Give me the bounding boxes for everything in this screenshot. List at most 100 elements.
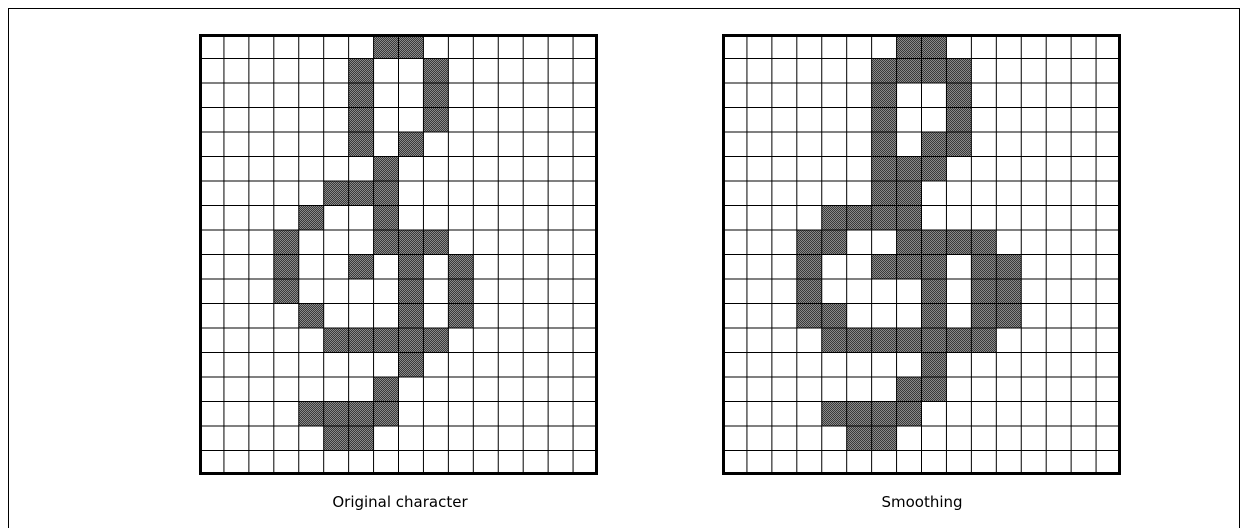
smoothing-grid: [722, 34, 1121, 475]
filled-pixel: [349, 181, 374, 206]
filled-pixel: [274, 255, 299, 280]
filled-pixel: [897, 230, 922, 255]
filled-pixel: [946, 328, 971, 353]
filled-pixel: [797, 230, 822, 255]
filled-pixel: [922, 157, 947, 182]
filled-pixel: [349, 132, 374, 157]
filled-pixel: [448, 255, 473, 280]
filled-pixel: [324, 328, 349, 353]
filled-pixel: [946, 108, 971, 133]
filled-pixel: [374, 377, 399, 402]
filled-pixel: [374, 181, 399, 206]
filled-pixel: [349, 255, 374, 280]
filled-pixel: [399, 328, 424, 353]
filled-pixel: [897, 34, 922, 59]
filled-pixel: [349, 83, 374, 108]
filled-pixel: [897, 328, 922, 353]
filled-pixel: [971, 328, 996, 353]
filled-pixel: [399, 34, 424, 59]
filled-pixel: [423, 108, 448, 133]
filled-pixel: [922, 255, 947, 280]
filled-pixel: [448, 279, 473, 304]
filled-pixel: [872, 59, 897, 84]
filled-pixel: [897, 59, 922, 84]
filled-pixel: [872, 181, 897, 206]
filled-pixel: [872, 132, 897, 157]
filled-pixel: [897, 402, 922, 427]
filled-pixel: [872, 108, 897, 133]
filled-pixel: [996, 255, 1021, 280]
filled-pixel: [971, 304, 996, 329]
filled-pixel: [922, 377, 947, 402]
filled-pixel: [374, 157, 399, 182]
filled-pixel: [847, 206, 872, 231]
filled-pixel: [423, 83, 448, 108]
filled-pixel: [946, 230, 971, 255]
filled-pixel: [996, 304, 1021, 329]
filled-pixel: [374, 402, 399, 427]
filled-pixel: [872, 255, 897, 280]
filled-pixel: [399, 279, 424, 304]
caption-smoothing: Smoothing: [762, 493, 1082, 511]
filled-pixel: [349, 328, 374, 353]
filled-pixel: [324, 402, 349, 427]
filled-pixel: [971, 230, 996, 255]
filled-pixel: [399, 304, 424, 329]
filled-pixel: [847, 426, 872, 451]
filled-pixel: [872, 157, 897, 182]
filled-pixel: [847, 402, 872, 427]
filled-pixel: [922, 132, 947, 157]
filled-pixel: [822, 402, 847, 427]
filled-pixel: [797, 255, 822, 280]
filled-pixel: [822, 304, 847, 329]
filled-pixel: [971, 255, 996, 280]
filled-pixel: [299, 206, 324, 231]
filled-pixel: [922, 230, 947, 255]
caption-original-character: Original character: [240, 493, 560, 511]
filled-pixel: [399, 230, 424, 255]
original-character-grid: [199, 34, 598, 475]
filled-pixel: [274, 279, 299, 304]
filled-pixel: [349, 108, 374, 133]
filled-pixel: [872, 83, 897, 108]
filled-pixel: [399, 255, 424, 280]
filled-pixel: [996, 279, 1021, 304]
filled-pixel: [872, 426, 897, 451]
filled-pixel: [872, 402, 897, 427]
filled-pixel: [324, 181, 349, 206]
filled-pixel: [822, 328, 847, 353]
filled-pixel: [299, 304, 324, 329]
filled-pixel: [872, 206, 897, 231]
filled-pixel: [897, 157, 922, 182]
filled-pixel: [349, 426, 374, 451]
filled-pixel: [374, 206, 399, 231]
filled-pixel: [922, 59, 947, 84]
filled-pixel: [897, 255, 922, 280]
filled-pixel: [349, 59, 374, 84]
filled-pixel: [897, 181, 922, 206]
filled-pixel: [423, 230, 448, 255]
filled-pixel: [922, 304, 947, 329]
filled-pixel: [797, 279, 822, 304]
filled-pixel: [922, 328, 947, 353]
filled-pixel: [274, 230, 299, 255]
filled-pixel: [299, 402, 324, 427]
filled-pixel: [423, 59, 448, 84]
filled-pixel: [399, 132, 424, 157]
filled-pixel: [897, 377, 922, 402]
filled-pixel: [822, 206, 847, 231]
filled-pixel: [448, 304, 473, 329]
filled-pixel: [922, 279, 947, 304]
filled-pixel: [971, 279, 996, 304]
filled-pixel: [374, 230, 399, 255]
filled-pixel: [324, 426, 349, 451]
filled-pixel: [922, 353, 947, 378]
filled-pixel: [423, 328, 448, 353]
filled-pixel: [922, 34, 947, 59]
filled-pixel: [822, 230, 847, 255]
filled-pixel: [374, 34, 399, 59]
filled-pixel: [946, 83, 971, 108]
filled-pixel: [374, 328, 399, 353]
filled-pixel: [946, 59, 971, 84]
filled-pixel: [399, 353, 424, 378]
